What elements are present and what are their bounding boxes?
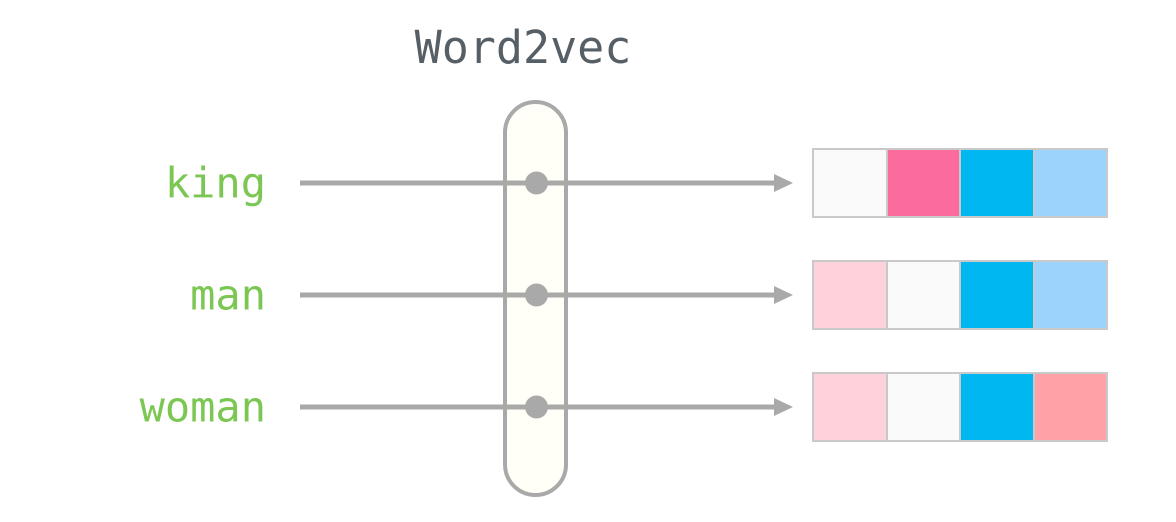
node-dot-icon: [525, 395, 548, 419]
node-dot-icon: [525, 171, 548, 195]
vector-cell: [959, 148, 1035, 218]
word-label-king: king: [164, 158, 266, 208]
vector-cell: [959, 372, 1035, 442]
arrow-head-icon: [774, 174, 793, 192]
model-pill: [503, 100, 568, 497]
vector-cell: [812, 260, 888, 330]
arrow-head-icon: [774, 286, 793, 304]
embedding-vector-woman: [812, 372, 1108, 442]
diagram-title: Word2vec: [414, 21, 632, 74]
vector-cell: [959, 260, 1035, 330]
word-label-man: man: [190, 270, 266, 320]
vector-cell: [812, 372, 888, 442]
vector-cell: [885, 260, 961, 330]
vector-cell: [885, 372, 961, 442]
vector-cell: [885, 148, 961, 218]
arrow-head-icon: [774, 398, 793, 416]
vector-cell: [1032, 260, 1108, 330]
vector-cell: [1032, 148, 1108, 218]
embedding-vector-king: [812, 148, 1108, 218]
embedding-vector-man: [812, 260, 1108, 330]
vector-cell: [1032, 372, 1108, 442]
vector-cell: [812, 148, 888, 218]
word-label-woman: woman: [139, 382, 266, 432]
node-dot-icon: [525, 283, 548, 307]
